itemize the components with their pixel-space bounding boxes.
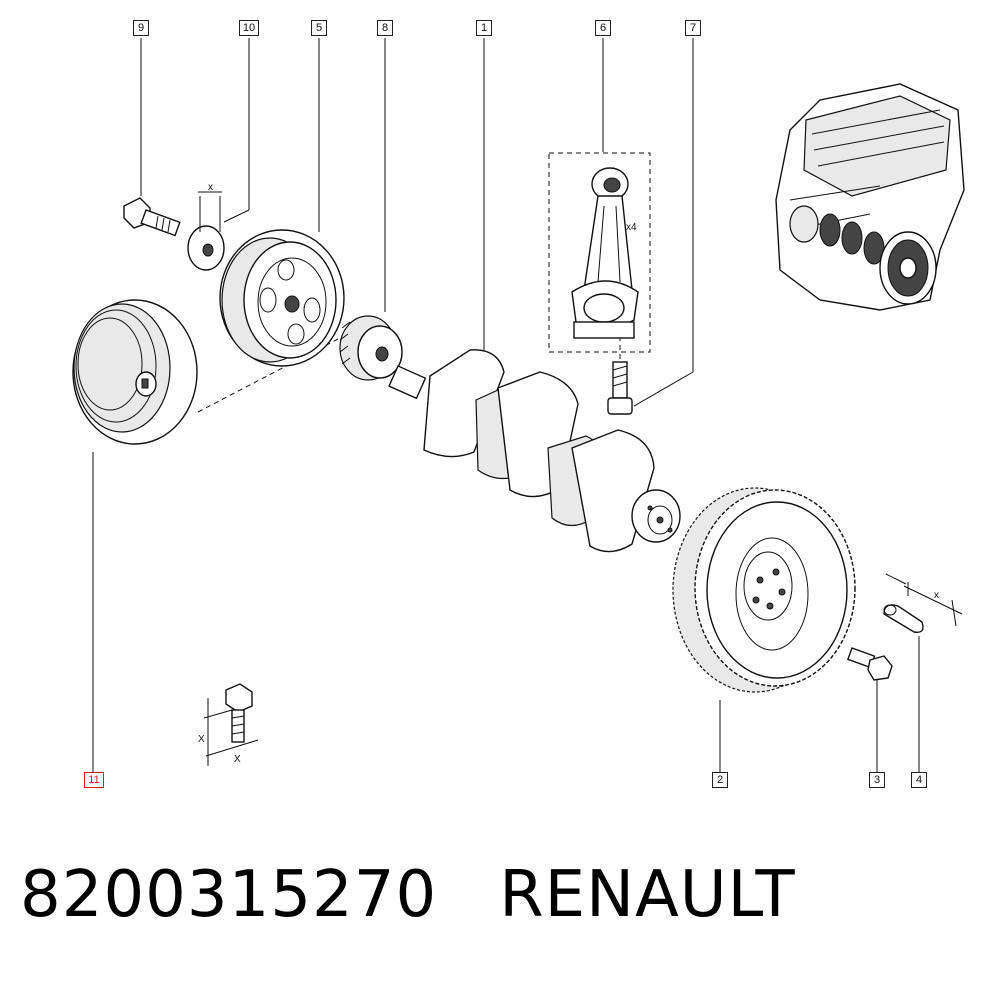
engine-thumbnail	[775, 83, 965, 311]
callout-4[interactable]: 4	[911, 772, 927, 788]
accessory-pulley	[72, 299, 198, 445]
crankshaft-pulley	[219, 229, 345, 367]
washer-dimension-label: x	[208, 182, 213, 193]
callout-1[interactable]: 1	[476, 20, 492, 36]
washer	[187, 191, 225, 271]
footer-caption: 8200315270 RENAULT	[20, 858, 796, 932]
timing-sprocket	[339, 315, 403, 381]
flywheel	[672, 487, 856, 693]
callout-8[interactable]: 8	[377, 20, 393, 36]
leader-lines	[92, 38, 920, 772]
bolt-length-label: X	[198, 734, 205, 745]
conrod-quantity: x4	[626, 222, 637, 233]
brand-name: RENAULT	[499, 858, 796, 932]
conrod-bolt	[607, 361, 633, 415]
callout-5[interactable]: 5	[311, 20, 327, 36]
flywheel-bolt	[846, 647, 893, 681]
callout-3[interactable]: 3	[869, 772, 885, 788]
locating-pin: x	[883, 573, 963, 633]
crankshaft	[388, 349, 681, 553]
part-number: 8200315270	[20, 858, 438, 932]
callout-6[interactable]: 6	[595, 20, 611, 36]
callout-11[interactable]: 11	[84, 772, 104, 788]
callout-7[interactable]: 7	[685, 20, 701, 36]
callout-10[interactable]: 10	[239, 20, 259, 36]
connecting-rod-group: x4	[548, 152, 651, 353]
callout-2[interactable]: 2	[712, 772, 728, 788]
pulley-bolt	[123, 197, 181, 237]
callout-9[interactable]: 9	[133, 20, 149, 36]
pin-dimension-label: x	[934, 590, 939, 601]
bolt-dimension-sketch: X X	[198, 683, 259, 766]
bolt-diameter-label: X	[234, 754, 241, 765]
